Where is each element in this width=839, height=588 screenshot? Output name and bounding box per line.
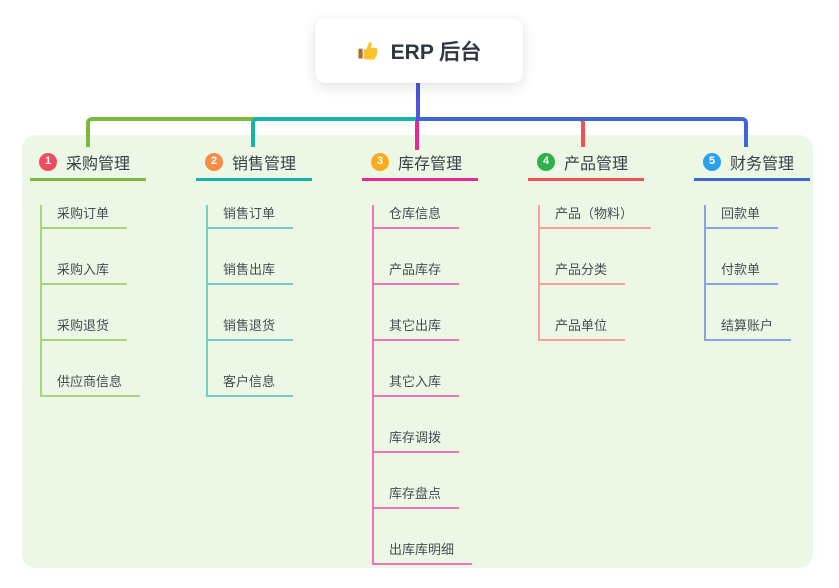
branch-product: 4 产品管理 产品（物料） 产品分类 产品单位 bbox=[528, 145, 683, 341]
child-node-product-category[interactable]: 产品分类 bbox=[540, 261, 626, 285]
branch-purchase-header[interactable]: 1 采购管理 bbox=[30, 145, 146, 181]
mindmap-background-panel bbox=[22, 135, 813, 568]
child-node-supplier-info[interactable]: 供应商信息 bbox=[42, 373, 141, 397]
branch-sales-children: 销售订单 销售出库 销售退货 客户信息 bbox=[206, 205, 294, 397]
thumbs-up-icon bbox=[357, 39, 380, 62]
child-node-sales-order[interactable]: 销售订单 bbox=[208, 205, 294, 229]
child-node-other-outbound[interactable]: 其它出库 bbox=[374, 317, 460, 341]
child-node-product-stock[interactable]: 产品库存 bbox=[374, 261, 460, 285]
branch-number-badge: 5 bbox=[703, 152, 721, 171]
child-node-sales-outbound[interactable]: 销售出库 bbox=[208, 261, 294, 285]
branch-finance-label: 财务管理 bbox=[730, 155, 795, 173]
branch-inventory-header[interactable]: 3 库存管理 bbox=[362, 145, 478, 181]
branch-sales: 2 销售管理 销售订单 销售出库 销售退货 客户信息 bbox=[196, 145, 351, 397]
branch-finance-children: 回款单 付款单 结算账户 bbox=[704, 205, 792, 341]
child-node-purchase-return[interactable]: 采购退货 bbox=[42, 317, 128, 341]
root-node-erp-backend[interactable]: ERP 后台 bbox=[315, 18, 523, 83]
child-node-outbound-detail[interactable]: 出库库明细 bbox=[374, 541, 473, 565]
connector-finance bbox=[418, 117, 748, 147]
child-node-product-unit[interactable]: 产品单位 bbox=[540, 317, 626, 341]
branch-finance: 5 财务管理 回款单 付款单 结算账户 bbox=[694, 145, 839, 341]
child-node-receipt-voucher[interactable]: 回款单 bbox=[706, 205, 779, 229]
branch-sales-header[interactable]: 2 销售管理 bbox=[196, 145, 312, 181]
connector-root-trunk bbox=[416, 83, 420, 121]
root-node-label: ERP 后台 bbox=[390, 40, 482, 64]
connector-inventory bbox=[415, 117, 419, 150]
child-node-payment-voucher[interactable]: 付款单 bbox=[706, 261, 779, 285]
branch-inventory-children: 仓库信息 产品库存 其它出库 其它入库 库存调拨 库存盘点 出库库明细 bbox=[372, 205, 473, 565]
child-node-settlement-account[interactable]: 结算账户 bbox=[706, 317, 792, 341]
child-node-purchase-order[interactable]: 采购订单 bbox=[42, 205, 128, 229]
child-node-product-material[interactable]: 产品（物料） bbox=[540, 205, 652, 229]
branch-product-header[interactable]: 4 产品管理 bbox=[528, 145, 644, 181]
child-node-purchase-inbound[interactable]: 采购入库 bbox=[42, 261, 128, 285]
branch-inventory: 3 库存管理 仓库信息 产品库存 其它出库 其它入库 库存调拨 库存盘点 出库库… bbox=[362, 145, 517, 565]
child-node-other-inbound[interactable]: 其它入库 bbox=[374, 373, 460, 397]
branch-product-label: 产品管理 bbox=[564, 155, 629, 173]
branch-purchase-label: 采购管理 bbox=[66, 155, 131, 173]
connector-sales bbox=[251, 117, 420, 147]
child-node-stock-transfer[interactable]: 库存调拨 bbox=[374, 429, 460, 453]
branch-sales-label: 销售管理 bbox=[232, 155, 297, 173]
branch-finance-header[interactable]: 5 财务管理 bbox=[694, 145, 810, 181]
branch-purchase: 1 采购管理 采购订单 采购入库 采购退货 供应商信息 bbox=[30, 145, 185, 397]
branch-number-badge: 1 bbox=[39, 152, 57, 171]
branch-number-badge: 4 bbox=[537, 152, 555, 171]
child-node-customer-info[interactable]: 客户信息 bbox=[208, 373, 294, 397]
child-node-sales-return[interactable]: 销售退货 bbox=[208, 317, 294, 341]
branch-purchase-children: 采购订单 采购入库 采购退货 供应商信息 bbox=[40, 205, 141, 397]
branch-number-badge: 3 bbox=[371, 152, 389, 171]
branch-inventory-label: 库存管理 bbox=[398, 155, 463, 173]
branch-product-children: 产品（物料） 产品分类 产品单位 bbox=[538, 205, 652, 341]
branch-number-badge: 2 bbox=[205, 152, 223, 171]
child-node-stock-taking[interactable]: 库存盘点 bbox=[374, 485, 460, 509]
child-node-warehouse-info[interactable]: 仓库信息 bbox=[374, 205, 460, 229]
